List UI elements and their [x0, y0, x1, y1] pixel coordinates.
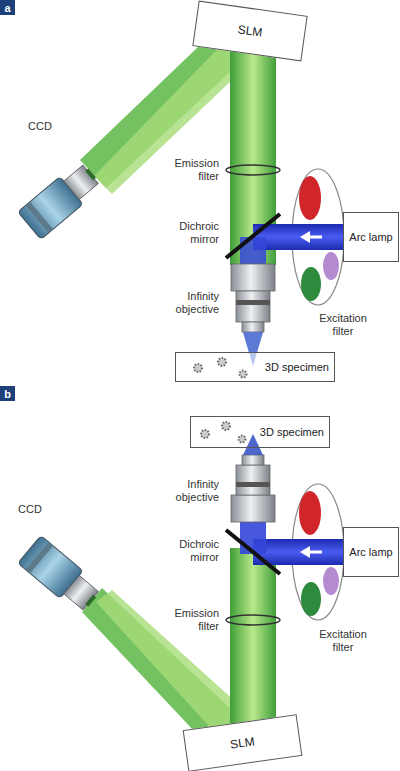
- beam-arrow: [308, 551, 322, 554]
- focus-cone: [243, 332, 263, 366]
- panel-a-art: [18, 24, 347, 382]
- part-label: CCD: [28, 120, 68, 133]
- part-label: Emission filter: [163, 607, 219, 633]
- part-label: Excitation filter: [312, 312, 374, 338]
- part-name: Arc lamp: [349, 231, 392, 243]
- specimen-particle: [201, 430, 209, 438]
- part-label: Emission filter: [163, 157, 219, 183]
- part-label: Dichroic mirror: [163, 220, 219, 246]
- part-label: Infinity objective: [163, 290, 219, 316]
- specimen-particle: [218, 358, 226, 366]
- ccd-camera: [18, 159, 104, 239]
- objective-body: [231, 495, 275, 522]
- part-label: Dichroic mirror: [163, 538, 219, 564]
- panel-letter: a: [4, 2, 10, 14]
- part-label: Infinity objective: [163, 478, 219, 504]
- specimen-ground: [190, 416, 330, 448]
- objective-tip: [242, 455, 264, 465]
- part-name: 3D specimen: [265, 361, 329, 373]
- panel-letter: b: [4, 388, 11, 400]
- part-label: Excitation filter: [312, 628, 374, 654]
- specimen-box: 3D specimen: [175, 352, 335, 382]
- specimen-particle: [240, 371, 247, 378]
- objective-band: [236, 300, 270, 305]
- ccd-camera: [18, 535, 104, 615]
- panel-badge: b: [0, 386, 15, 401]
- lamp-box: Arc lamp: [343, 212, 399, 262]
- filter-red: [299, 491, 321, 535]
- part-label: CCD: [18, 503, 58, 516]
- camera-lens: [64, 165, 99, 199]
- part-name: Arc lamp: [349, 546, 392, 558]
- filter-purple: [323, 252, 339, 280]
- excitation-beam: [253, 224, 347, 250]
- part-name: 3D specimen: [260, 426, 324, 438]
- lamp-box: Arc lamp: [343, 527, 399, 577]
- camera-lens: [64, 575, 99, 609]
- dichroic-mirror: [226, 530, 280, 574]
- camera-lens: [85, 168, 96, 180]
- objective-lens: [231, 264, 275, 332]
- specimen-particle: [239, 436, 246, 443]
- objective-band: [236, 482, 270, 487]
- panel-b-art: [18, 416, 347, 750]
- dichroic-mirror: [226, 214, 280, 258]
- objective-body: [236, 465, 270, 495]
- beam-arrow: [308, 236, 322, 239]
- part-name: SLM: [237, 22, 263, 39]
- emission-filter-disc: [226, 615, 280, 625]
- excitation-beam: [240, 520, 266, 554]
- camera-band: [25, 542, 53, 573]
- specimen-particle: [222, 422, 230, 430]
- filter-green: [301, 267, 321, 301]
- objective-body: [231, 264, 275, 291]
- filter-green: [301, 582, 321, 616]
- objective-lens: [231, 455, 275, 522]
- part-name: SLM: [229, 734, 255, 751]
- objective-tip: [242, 322, 264, 332]
- specimen-box: 3D specimen: [190, 416, 330, 448]
- camera-lens: [85, 595, 96, 607]
- panel-badge: a: [0, 0, 15, 15]
- filter-purple: [323, 567, 339, 595]
- camera-band: [25, 202, 53, 233]
- objective-body: [236, 291, 270, 322]
- specimen-particle: [194, 364, 202, 372]
- filter-red: [299, 176, 321, 220]
- emission-beam: [230, 548, 276, 746]
- emission-filter-disc: [226, 165, 280, 175]
